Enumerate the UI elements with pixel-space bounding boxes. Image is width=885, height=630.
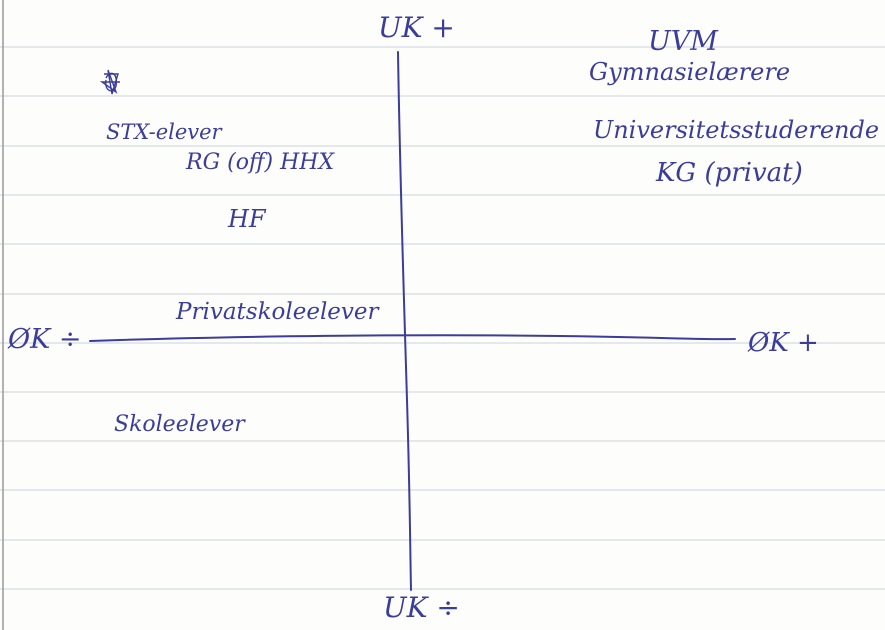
label-hf: HF: [228, 205, 266, 233]
label-gymnasielaerere: Gymnasielærere: [589, 58, 791, 86]
label-universitetsstuderende: Universitetsstuderende: [593, 116, 880, 144]
label-kg-privat: KG (privat): [656, 158, 803, 188]
scribble-doodle: [99, 69, 120, 95]
label-uvm: UVM: [648, 26, 718, 57]
label-skoleelever: Skoleelever: [114, 412, 245, 437]
vertical-axis: [397, 51, 412, 591]
ruled-lines: [0, 46, 885, 590]
axis-top-label: UK +: [378, 11, 455, 44]
label-stx-elever: STX-elever: [106, 120, 222, 144]
axis-left-label: ØK ÷: [8, 324, 82, 355]
label-privatskoleelever: Privatskoleelever: [176, 299, 379, 325]
label-rg-hhx: RG (off) HHX: [186, 150, 335, 175]
horizontal-axis: [89, 334, 736, 342]
axis-bottom-label: UK ÷: [383, 591, 460, 624]
axis-right-label: ØK +: [748, 328, 819, 358]
